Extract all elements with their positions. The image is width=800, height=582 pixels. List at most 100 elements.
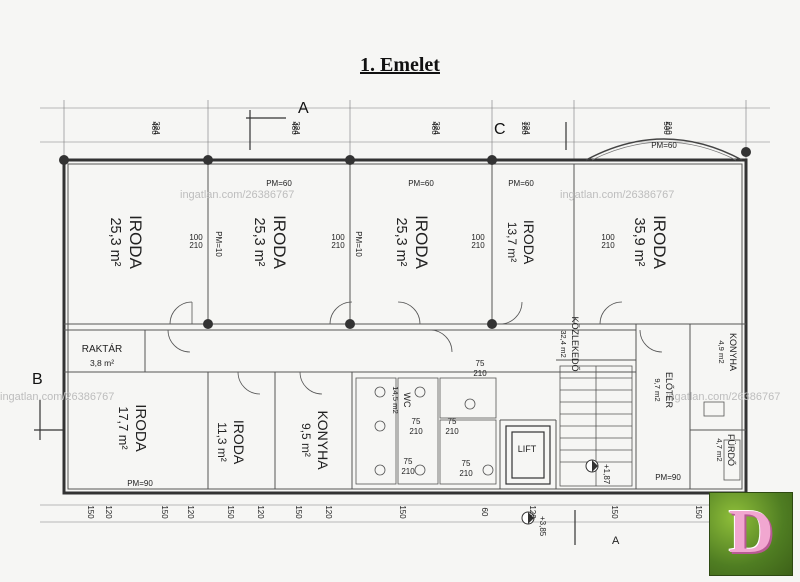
room-name: KONYHA: [315, 410, 331, 470]
watermark: ingatlan.com/26386767: [180, 189, 294, 201]
dimension-label: 324: [152, 121, 161, 135]
wc-dimension-label: 75: [412, 417, 421, 426]
section-mark-a: A: [298, 100, 309, 117]
opening-label: 100: [471, 233, 485, 242]
dimension-label: 486: [430, 121, 439, 135]
room-area: 14,5 m2: [391, 386, 400, 414]
page-title: 1. Emelet: [360, 54, 440, 76]
door-label: PM=60: [651, 141, 677, 150]
door-label: PM=60: [266, 179, 292, 188]
wc-dimension-label: 75: [448, 417, 457, 426]
wc-dimension-label: 75: [476, 359, 485, 368]
level-markers: [521, 459, 599, 525]
wc-dimension-label: 75: [404, 457, 413, 466]
opening-label: 210: [189, 241, 203, 250]
dimension-label: 120: [256, 505, 265, 519]
dimension-label: 186: [520, 121, 529, 135]
door-label: PM=10: [354, 231, 363, 257]
room-name: RAKTÁR: [82, 342, 123, 355]
room-name: KONYHA: [728, 333, 738, 371]
room-area: 4,9 m2: [717, 340, 726, 363]
room-area: 32,4 m2: [559, 330, 568, 358]
dimension-label: 486: [290, 121, 299, 135]
dimension-label: 324: [432, 121, 441, 135]
dimension-label: 120: [186, 505, 195, 519]
dimension-label: 324: [292, 121, 301, 135]
room-name: WC: [402, 393, 412, 408]
dimension-label: 210: [664, 121, 673, 135]
room-name: ELŐTÉR: [664, 372, 674, 409]
columns: [59, 147, 751, 329]
room-area: 25,3 m²: [251, 218, 267, 267]
watermark: ingatlan.com/26386767: [666, 391, 780, 403]
room-name: FÜRDŐ: [726, 434, 736, 466]
bay-window-inner: [591, 141, 737, 161]
room-area: 13,7 m²: [505, 222, 519, 262]
room-area: 4,7 m2: [715, 438, 724, 461]
opening-label: 210: [601, 241, 615, 250]
dimension-label: 324: [522, 121, 531, 135]
room-name: IRODA: [126, 215, 145, 270]
agency-logo: D: [709, 492, 793, 576]
room-area: 9,5 m²: [299, 423, 313, 457]
room-area: 9,7 m2: [653, 378, 662, 401]
wc-dimension-label: 210: [459, 469, 473, 478]
opening-label: 100: [601, 233, 615, 242]
opening-label: 210: [471, 241, 485, 250]
room-name: KÖZLEKEDŐ: [570, 316, 580, 371]
lift-shaft: [505, 425, 551, 485]
level-label: +3,85: [538, 516, 547, 537]
room-name: IRODA: [231, 420, 247, 465]
dimension-label: 486: [150, 121, 159, 135]
dimension-label: 150: [294, 505, 303, 519]
level-label: +1,87: [602, 464, 611, 485]
wc-dimension-label: 75: [462, 459, 471, 468]
dimension-lines: [40, 100, 770, 523]
opening-label: 210: [331, 241, 345, 250]
dimension-label: 150: [694, 505, 703, 519]
room-area: 3,8 m²: [90, 358, 114, 368]
room-name: IRODA: [650, 215, 669, 270]
wc-dimension-label: 210: [401, 467, 415, 476]
wc-dimension-label: 210: [473, 369, 487, 378]
section-mark-c: C: [494, 121, 506, 138]
room-name: IRODA: [132, 404, 149, 452]
section-lines: [34, 110, 576, 545]
dimension-label: 500: [662, 121, 671, 135]
room-name: IRODA: [270, 215, 289, 270]
wc-dimension-label: 210: [445, 427, 459, 436]
watermark: ingatlan.com/26386767: [560, 189, 674, 201]
door-label: PM=10: [214, 231, 223, 257]
dimension-label: 120: [104, 505, 113, 519]
room-area: 35,9 m²: [631, 218, 647, 267]
room-name: LIFT: [518, 444, 537, 454]
dimension-label: 150: [160, 505, 169, 519]
dimension-label: 150: [86, 505, 95, 519]
section-mark-b: B: [32, 371, 43, 388]
room-area: 17,7 m²: [116, 406, 131, 449]
door-label: PM=60: [508, 179, 534, 188]
wc-block: [355, 377, 741, 485]
dimension-label: 150: [610, 505, 619, 519]
door-label: PM=60: [408, 179, 434, 188]
watermark: ingatlan.com/26386767: [0, 391, 114, 403]
section-mark-a-bottom: A: [612, 535, 620, 547]
outer-walls: [62, 158, 748, 495]
doors: [167, 301, 663, 395]
dimension-label: 120: [528, 505, 537, 519]
room-name: IRODA: [412, 215, 431, 270]
opening-label: 100: [331, 233, 345, 242]
dimension-label: 150: [226, 505, 235, 519]
dimension-label: 60: [480, 508, 489, 517]
dimension-label: 120: [324, 505, 333, 519]
bay-window: [585, 138, 743, 161]
room-name: IRODA: [521, 220, 537, 265]
room-area: 25,3 m²: [393, 218, 409, 267]
room-area: 11,3 m²: [215, 422, 229, 461]
door-label: PM=90: [655, 473, 681, 482]
inner-walls: [64, 163, 746, 490]
opening-label: 100: [189, 233, 203, 242]
